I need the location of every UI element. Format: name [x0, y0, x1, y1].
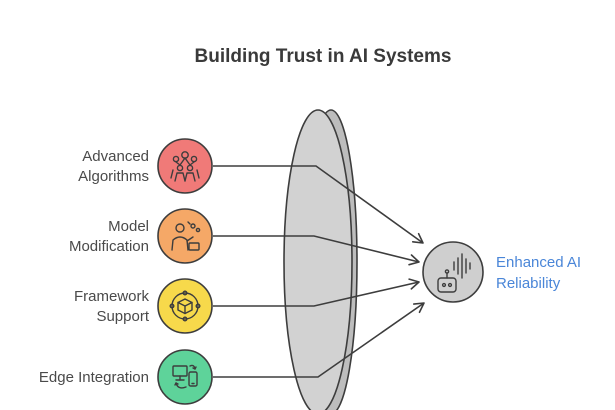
team-network-icon	[170, 151, 200, 182]
lens-face	[283, 109, 353, 410]
devices-sync-icon	[172, 364, 198, 389]
arrow-edge-integration	[213, 302, 425, 378]
input-label-line: Framework	[74, 288, 150, 305]
input-label-line: Algorithms	[78, 168, 149, 185]
output-label-line: Reliability	[496, 275, 561, 292]
input-label-line: Support	[96, 308, 149, 325]
input-node-framework-support: Framework Support	[74, 278, 213, 334]
input-node-circle	[157, 208, 213, 264]
connectors	[213, 165, 425, 378]
arrow-framework-support	[213, 278, 420, 307]
input-node-model-modification: Model Modification	[69, 208, 213, 264]
arrow-model-modification	[213, 235, 420, 266]
lens	[283, 109, 358, 410]
input-node-advanced-algorithms: Advanced Algorithms	[78, 138, 213, 194]
arrow-advanced-algorithms	[213, 165, 424, 244]
output-label-line: Enhanced AI	[496, 254, 581, 271]
input-label-line: Advanced	[82, 148, 149, 165]
input-label-line: Model	[108, 218, 149, 235]
input-label-line: Modification	[69, 238, 149, 255]
output-node-circle	[422, 241, 484, 303]
person-thinking-icon	[171, 221, 201, 251]
page-title: Building Trust in AI Systems	[195, 46, 452, 67]
input-node-edge-integration: Edge Integration	[39, 349, 213, 405]
input-node-circle	[157, 138, 213, 194]
cube-framework-icon	[169, 290, 201, 322]
output-node-enhanced-ai-reliability: Enhanced AI Reliability	[422, 241, 581, 303]
input-label-line: Edge Integration	[39, 369, 149, 386]
robot-voice-icon	[437, 253, 471, 293]
input-node-circle	[157, 349, 213, 405]
